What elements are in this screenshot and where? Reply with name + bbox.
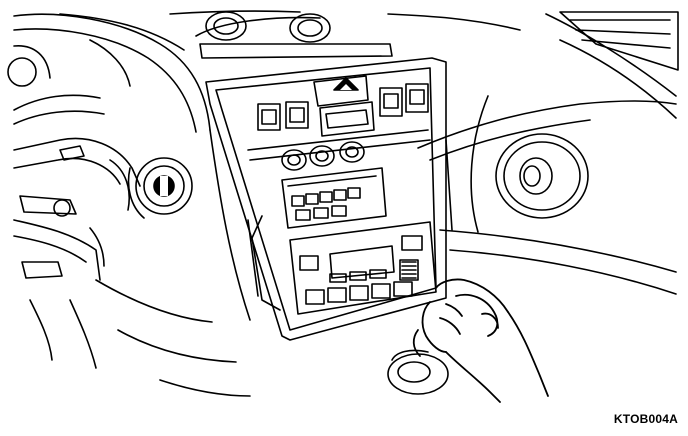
audio-unit [282, 168, 386, 228]
dash-top-structure [170, 11, 676, 160]
gear-shift-knob [388, 350, 448, 394]
dash-cavity [248, 140, 452, 310]
figure-code-label: KTOB004A [613, 412, 678, 426]
vent-right-round [496, 134, 588, 218]
glove-box-area [440, 96, 676, 294]
center-fascia-panel [206, 58, 446, 340]
instrument-cluster [8, 14, 210, 132]
steering-column [14, 138, 140, 368]
hand [414, 279, 548, 402]
lower-dash-panel [96, 130, 250, 396]
climate-control-unit [290, 222, 436, 314]
center-vents-upper [200, 12, 392, 58]
ignition-switch [129, 158, 192, 218]
vent-right-top [560, 12, 678, 70]
